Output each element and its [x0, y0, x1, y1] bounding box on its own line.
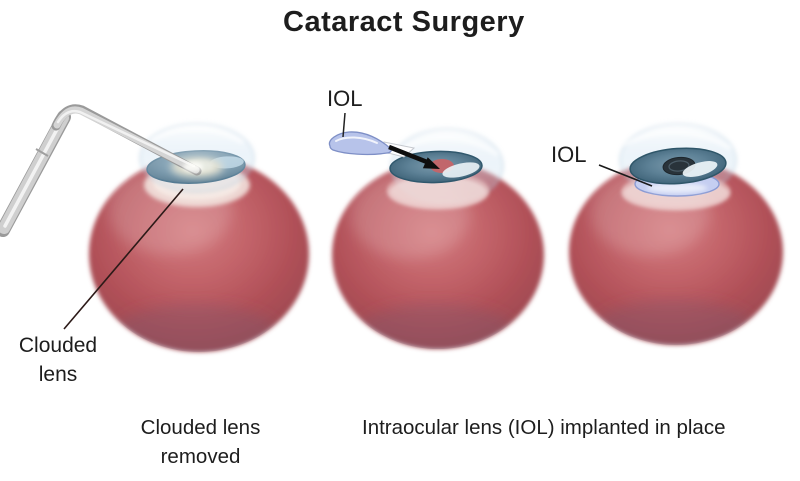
caption-clouded-lens-removed: Clouded lens removed	[140, 416, 261, 469]
pointer-line-clouded-lens	[63, 188, 184, 330]
label-iol-insertion: IOL	[327, 86, 363, 111]
right-eye-illustration	[569, 123, 783, 345]
surgical-instrument	[0, 104, 203, 237]
pointer-line-iol	[598, 164, 653, 187]
instrument-tip-glow	[183, 162, 203, 172]
iris-highlight	[442, 162, 480, 178]
cornea-dome	[139, 123, 255, 193]
page-title: Cataract Surgery	[283, 6, 525, 38]
label-clouded-lens: Clouded lens	[18, 334, 98, 386]
cornea-sheen	[623, 130, 732, 150]
pupil-inner-ring	[668, 160, 690, 172]
pointer-line-iol	[342, 112, 346, 138]
insertion-arrow	[388, 144, 440, 169]
middle-eye-illustration	[328, 112, 544, 349]
label-iol-implanted: IOL	[551, 142, 587, 167]
left-eye-illustration	[0, 104, 309, 352]
iris-highlight	[682, 161, 718, 177]
iol-lens	[328, 131, 392, 156]
caption-iol-implanted: Intraocular lens (IOL) implanted in plac…	[362, 416, 726, 439]
